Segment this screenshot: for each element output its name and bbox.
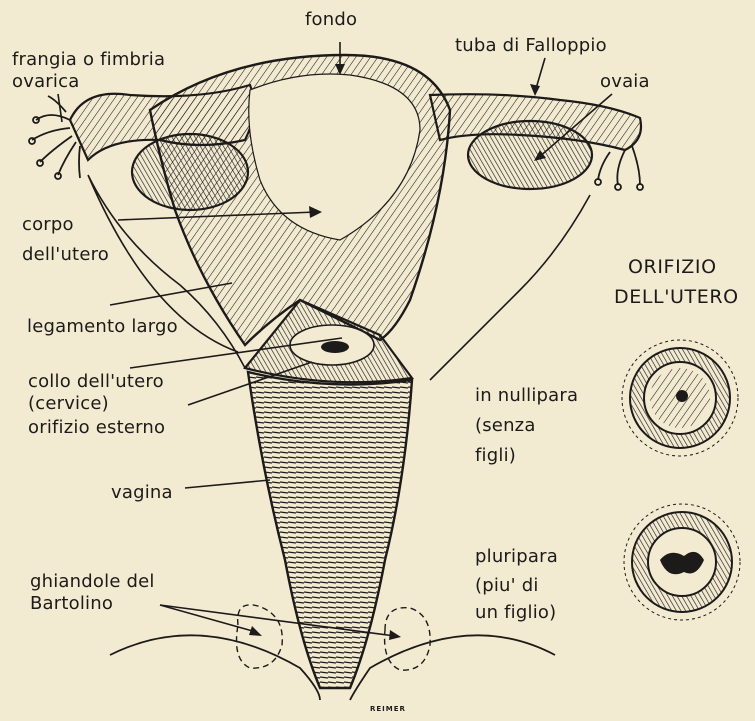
artist-signature: REIMER bbox=[370, 698, 406, 721]
label-ovaia: ovaia bbox=[600, 70, 650, 93]
label-nullipara-2: (senza bbox=[475, 414, 536, 437]
inset-title-2: DELL'UTERO bbox=[614, 286, 739, 309]
label-fondo: fondo bbox=[305, 8, 357, 31]
inset-title-1: ORIFIZIO bbox=[628, 256, 717, 279]
label-corpo-2: dell'utero bbox=[22, 243, 109, 266]
label-collo: collo dell'utero bbox=[28, 370, 164, 393]
label-vagina: vagina bbox=[111, 481, 173, 504]
leader-vagina bbox=[185, 480, 270, 488]
label-nullipara-1: in nullipara bbox=[475, 384, 578, 407]
label-ghiandole: ghiandole del bbox=[30, 570, 155, 593]
label-ghiandole-2: Bartolino bbox=[30, 592, 113, 615]
right-ovary bbox=[468, 121, 592, 189]
label-collo-2: (cervice) bbox=[28, 392, 109, 415]
label-tuba: tuba di Falloppio bbox=[455, 34, 607, 57]
nullipara-orifice-drawing bbox=[622, 340, 738, 456]
label-pluripara-2: (piu' di bbox=[475, 574, 539, 597]
label-frangia-2: ovarica bbox=[12, 70, 79, 93]
leader-ghiandole-left bbox=[160, 605, 256, 632]
vagina bbox=[248, 372, 412, 688]
external-os bbox=[321, 341, 349, 353]
label-corpo: corpo bbox=[22, 213, 74, 236]
bartholin-gland-left bbox=[237, 605, 283, 668]
label-pluripara-3: un figlio) bbox=[475, 601, 556, 624]
label-pluripara-1: pluripara bbox=[475, 545, 558, 568]
label-frangia: frangia o fimbria bbox=[12, 48, 165, 71]
label-legamento: legamento largo bbox=[27, 315, 178, 338]
broad-ligament-right bbox=[430, 195, 590, 380]
label-nullipara-3: figli) bbox=[475, 444, 516, 467]
label-orifizio-esterno: orifizio esterno bbox=[28, 416, 165, 439]
right-fimbriae bbox=[595, 146, 643, 190]
pluripara-orifice-drawing bbox=[624, 504, 740, 620]
left-fimbriae bbox=[29, 96, 80, 179]
